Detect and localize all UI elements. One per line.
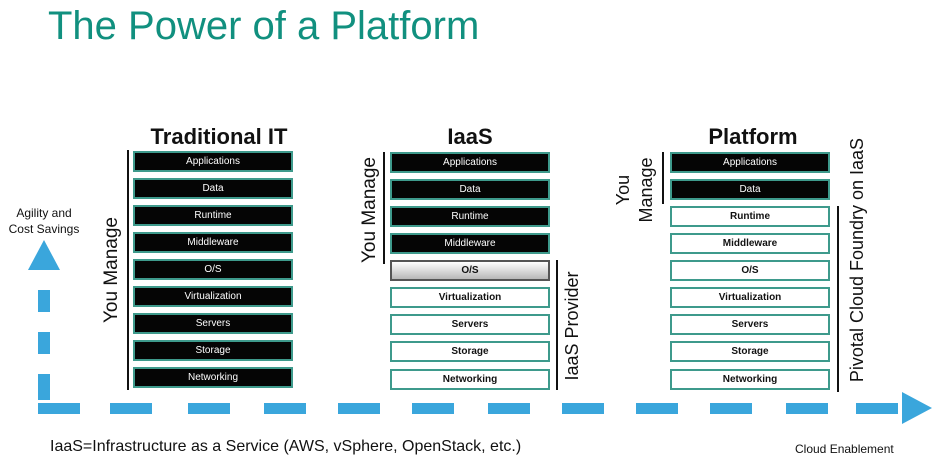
layer-servers: Servers <box>133 313 293 334</box>
x-axis-arrowhead <box>902 392 932 424</box>
layer-runtime: Runtime <box>670 206 830 227</box>
layer-servers: Servers <box>670 314 830 335</box>
column-title-iaas: IaaS <box>447 124 493 149</box>
layer-storage: Storage <box>670 341 830 362</box>
layer-applications: Applications <box>133 151 293 172</box>
column-title-traditional-it: Traditional IT <box>150 124 288 149</box>
layer-data: Data <box>390 179 550 200</box>
y-axis-label: Agility and Cost Savings <box>8 206 80 236</box>
layer-virtualization: Virtualization <box>390 287 550 308</box>
you-manage-label-traditional: You Manage <box>101 217 122 324</box>
page-title: The Power of a Platform <box>48 4 480 48</box>
layer-networking: Networking <box>670 369 830 390</box>
layer-networking: Networking <box>390 369 550 390</box>
layer-networking: Networking <box>133 367 293 388</box>
iaas-provider-bracket <box>556 260 558 390</box>
you-manage-label-iaas: You Manage <box>359 157 380 264</box>
x-axis-dashes <box>38 403 898 414</box>
layer-applications: Applications <box>390 152 550 173</box>
column-title-platform: Platform <box>708 124 798 149</box>
layer-virtualization: Virtualization <box>133 286 293 307</box>
iaas-provider-label: IaaS Provider <box>562 271 582 381</box>
layer-os: O/S <box>670 260 830 281</box>
layer-virtualization: Virtualization <box>670 287 830 308</box>
layer-storage: Storage <box>390 341 550 362</box>
x-axis-label: Cloud Enablement <box>795 442 894 456</box>
footnote: IaaS=Infrastructure as a Service (AWS, v… <box>50 438 522 455</box>
layer-os: O/S <box>133 259 293 280</box>
you-manage-bracket-traditional <box>127 150 129 390</box>
layer-data: Data <box>670 179 830 200</box>
layer-servers: Servers <box>390 314 550 335</box>
pivotal-bracket <box>837 206 839 392</box>
you-manage-bracket-platform <box>662 152 664 204</box>
layer-middleware: Middleware <box>390 233 550 254</box>
layer-data: Data <box>133 178 293 199</box>
layer-middleware: Middleware <box>670 233 830 254</box>
layer-applications: Applications <box>670 152 830 173</box>
layer-middleware: Middleware <box>133 232 293 253</box>
you-manage-bracket-iaas <box>383 152 385 264</box>
layer-storage: Storage <box>133 340 293 361</box>
layer-runtime: Runtime <box>133 205 293 226</box>
you-manage-label-platform: You Manage <box>613 157 656 223</box>
y-axis-dashes <box>38 290 50 400</box>
y-axis-arrowhead <box>28 240 60 270</box>
layer-runtime: Runtime <box>390 206 550 227</box>
pivotal-label: Pivotal Cloud Foundry on IaaS <box>847 137 867 383</box>
layer-os: O/S <box>390 260 550 281</box>
